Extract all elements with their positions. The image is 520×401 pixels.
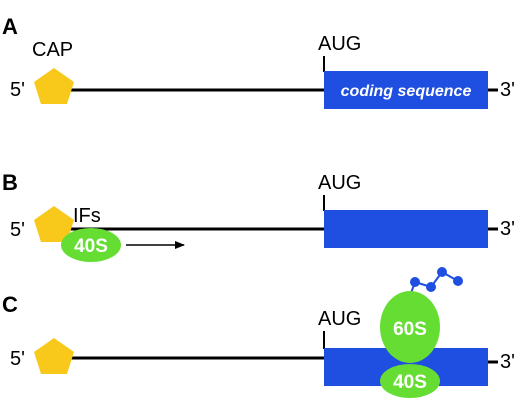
amino-acid [410, 277, 420, 287]
panel-a: A CAP 5' AUG coding sequence 3' [2, 14, 515, 109]
40s-subunit-label: 40S [393, 372, 427, 393]
amino-acid [426, 282, 436, 292]
40s-subunit [61, 228, 121, 262]
60s-subunit-label: 60S [393, 319, 427, 340]
panel-a-five-prime-label: 5' [10, 79, 25, 101]
40s-subunit-label: 40S [74, 236, 108, 257]
nascent-peptide-chain [409, 267, 463, 297]
coding-sequence-label: coding sequence [341, 83, 472, 100]
panel-a-aug-label: AUG [318, 33, 361, 55]
cap-icon [34, 338, 74, 374]
panel-b-letter: B [2, 170, 18, 195]
panel-b-three-prime-label: 3' [500, 218, 515, 240]
panel-c-aug-label: AUG [318, 308, 361, 330]
panel-c-five-prime-label: 5' [10, 348, 25, 370]
panel-a-coding-sequence [324, 71, 488, 109]
cap-icon [34, 68, 74, 104]
panel-b-five-prime-label: 5' [10, 219, 25, 241]
amino-acid [437, 267, 447, 277]
40s-subunit [380, 364, 440, 398]
ifs-label: IFs [73, 205, 101, 227]
panel-b-aug-label: AUG [318, 172, 361, 194]
panel-a-three-prime-label: 3' [500, 79, 515, 101]
cap-icon [34, 206, 74, 242]
60s-subunit [380, 291, 440, 363]
panel-b-coding-sequence [324, 210, 488, 248]
cap-label: CAP [32, 39, 73, 61]
amino-acid [453, 276, 463, 286]
panel-c-three-prime-label: 3' [500, 351, 515, 373]
panel-c-letter: C [2, 292, 18, 317]
panel-b: B 5' IFs 40S AUG 3' [2, 170, 515, 262]
panel-a-letter: A [2, 14, 18, 39]
panel-c: C 5' AUG 3' 60S 40S [2, 267, 515, 398]
